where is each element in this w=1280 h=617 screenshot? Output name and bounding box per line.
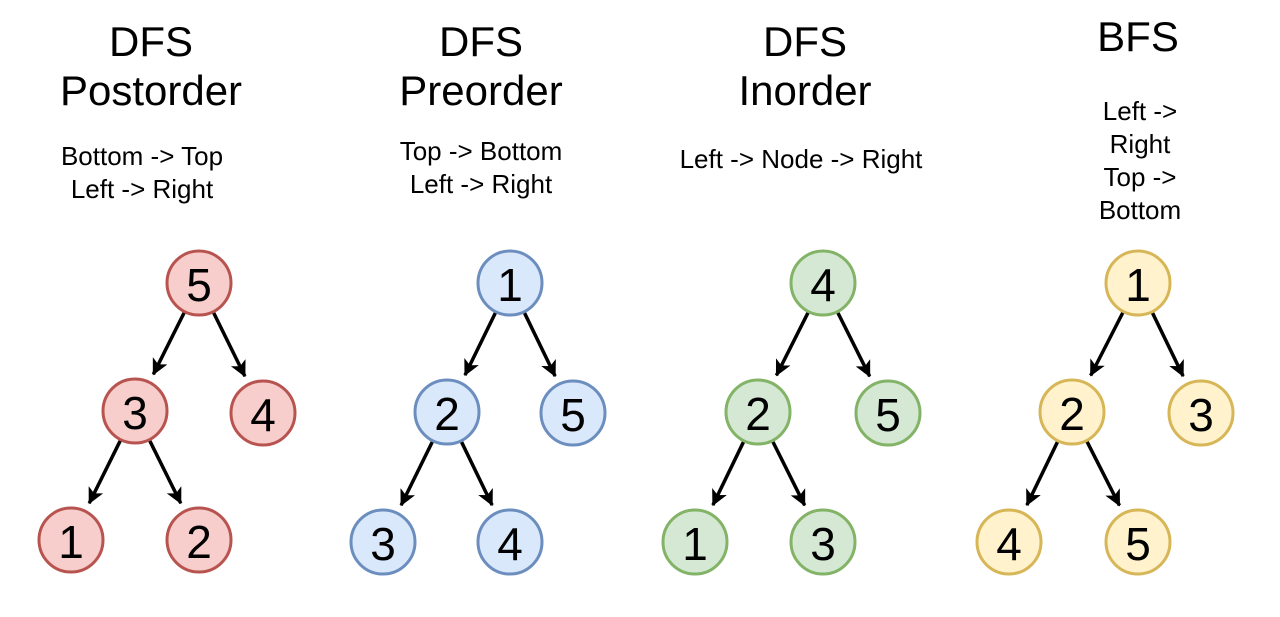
tree-node-label: 3: [810, 518, 836, 570]
tree-node: [724, 378, 792, 446]
tree-edge: [711, 440, 746, 505]
tree-node: [1104, 249, 1172, 317]
tree-node-label: 3: [1188, 389, 1214, 441]
tree-node-label: 3: [122, 387, 148, 439]
tree-dfs-inorder: 4 2 5 1 3: [661, 249, 922, 576]
tree-node-label: 4: [497, 518, 523, 570]
tree-node: [854, 379, 922, 447]
tree-node-label: 3: [370, 518, 396, 570]
tree-edge: [1150, 311, 1185, 376]
tree-edge: [212, 311, 247, 377]
tree-node: [476, 249, 544, 317]
tree-dfs-preorder: 1 2 5 3 4: [349, 249, 607, 576]
column-title-dfs-inorder: DFS Inorder: [738, 18, 872, 114]
tree-node: [37, 506, 105, 574]
tree-node: [101, 377, 169, 445]
tree-edge: [1089, 311, 1125, 375]
tree-node-label: 1: [1125, 259, 1151, 311]
column-subtitle-dfs-preorder: Top -> Bottom Left -> Right: [399, 136, 563, 199]
tree-bfs: 1 2 3 4 5: [975, 249, 1235, 576]
tree-edge: [87, 439, 122, 504]
tree-node: [975, 508, 1043, 576]
column-subtitle-dfs-inorder: Left -> Node -> Right: [679, 144, 923, 174]
tree-edge: [463, 311, 498, 376]
tree-node-label: 5: [1125, 518, 1151, 570]
tree-edge: [151, 311, 186, 375]
tree-node-label: 2: [1059, 388, 1085, 440]
tree-node-label: 5: [186, 259, 212, 311]
tree-edge: [1025, 440, 1060, 505]
tree-edge: [522, 311, 557, 376]
tree-node-label: 2: [186, 516, 212, 568]
tree-edge: [1085, 440, 1121, 505]
tree-node-label: 5: [560, 389, 586, 441]
tree-node: [789, 249, 857, 317]
tree-edge: [836, 311, 872, 377]
tree-node: [413, 378, 481, 446]
tree-edge: [771, 440, 807, 506]
tree-edge: [148, 439, 183, 504]
tree-node-label: 4: [250, 389, 276, 441]
tree-node: [539, 379, 607, 447]
tree-node: [229, 379, 297, 447]
tree-node-label: 1: [682, 518, 708, 570]
tree-node: [165, 249, 233, 317]
tree-node: [1038, 378, 1106, 446]
column-title-dfs-postorder: DFS Postorder: [59, 18, 243, 114]
tree-node: [476, 508, 544, 576]
tree-edge: [774, 311, 810, 375]
tree-node-label: 4: [810, 259, 836, 311]
tree-node-label: 5: [875, 389, 901, 441]
column-subtitle-bfs: Left -> Right Top -> Bottom: [1098, 96, 1182, 225]
tree-node: [1104, 508, 1172, 576]
tree-node-label: 1: [497, 259, 523, 311]
tree-edge: [459, 440, 494, 505]
tree-node-label: 2: [745, 388, 771, 440]
tree-node: [789, 508, 857, 576]
tree-node: [1167, 379, 1235, 447]
tree-node: [661, 508, 729, 576]
tree-node: [349, 508, 417, 576]
column-title-bfs: BFS: [1097, 13, 1179, 60]
tree-node-label: 4: [996, 518, 1022, 570]
tree-edge: [399, 440, 434, 506]
tree-node-label: 2: [434, 388, 460, 440]
tree-dfs-postorder: 5 3 4 1 2: [37, 249, 297, 574]
column-subtitle-dfs-postorder: Bottom -> Top Left -> Right: [60, 141, 224, 204]
column-title-dfs-preorder: DFS Preorder: [399, 18, 563, 114]
tree-node-label: 1: [58, 516, 84, 568]
tree-node: [165, 506, 233, 574]
